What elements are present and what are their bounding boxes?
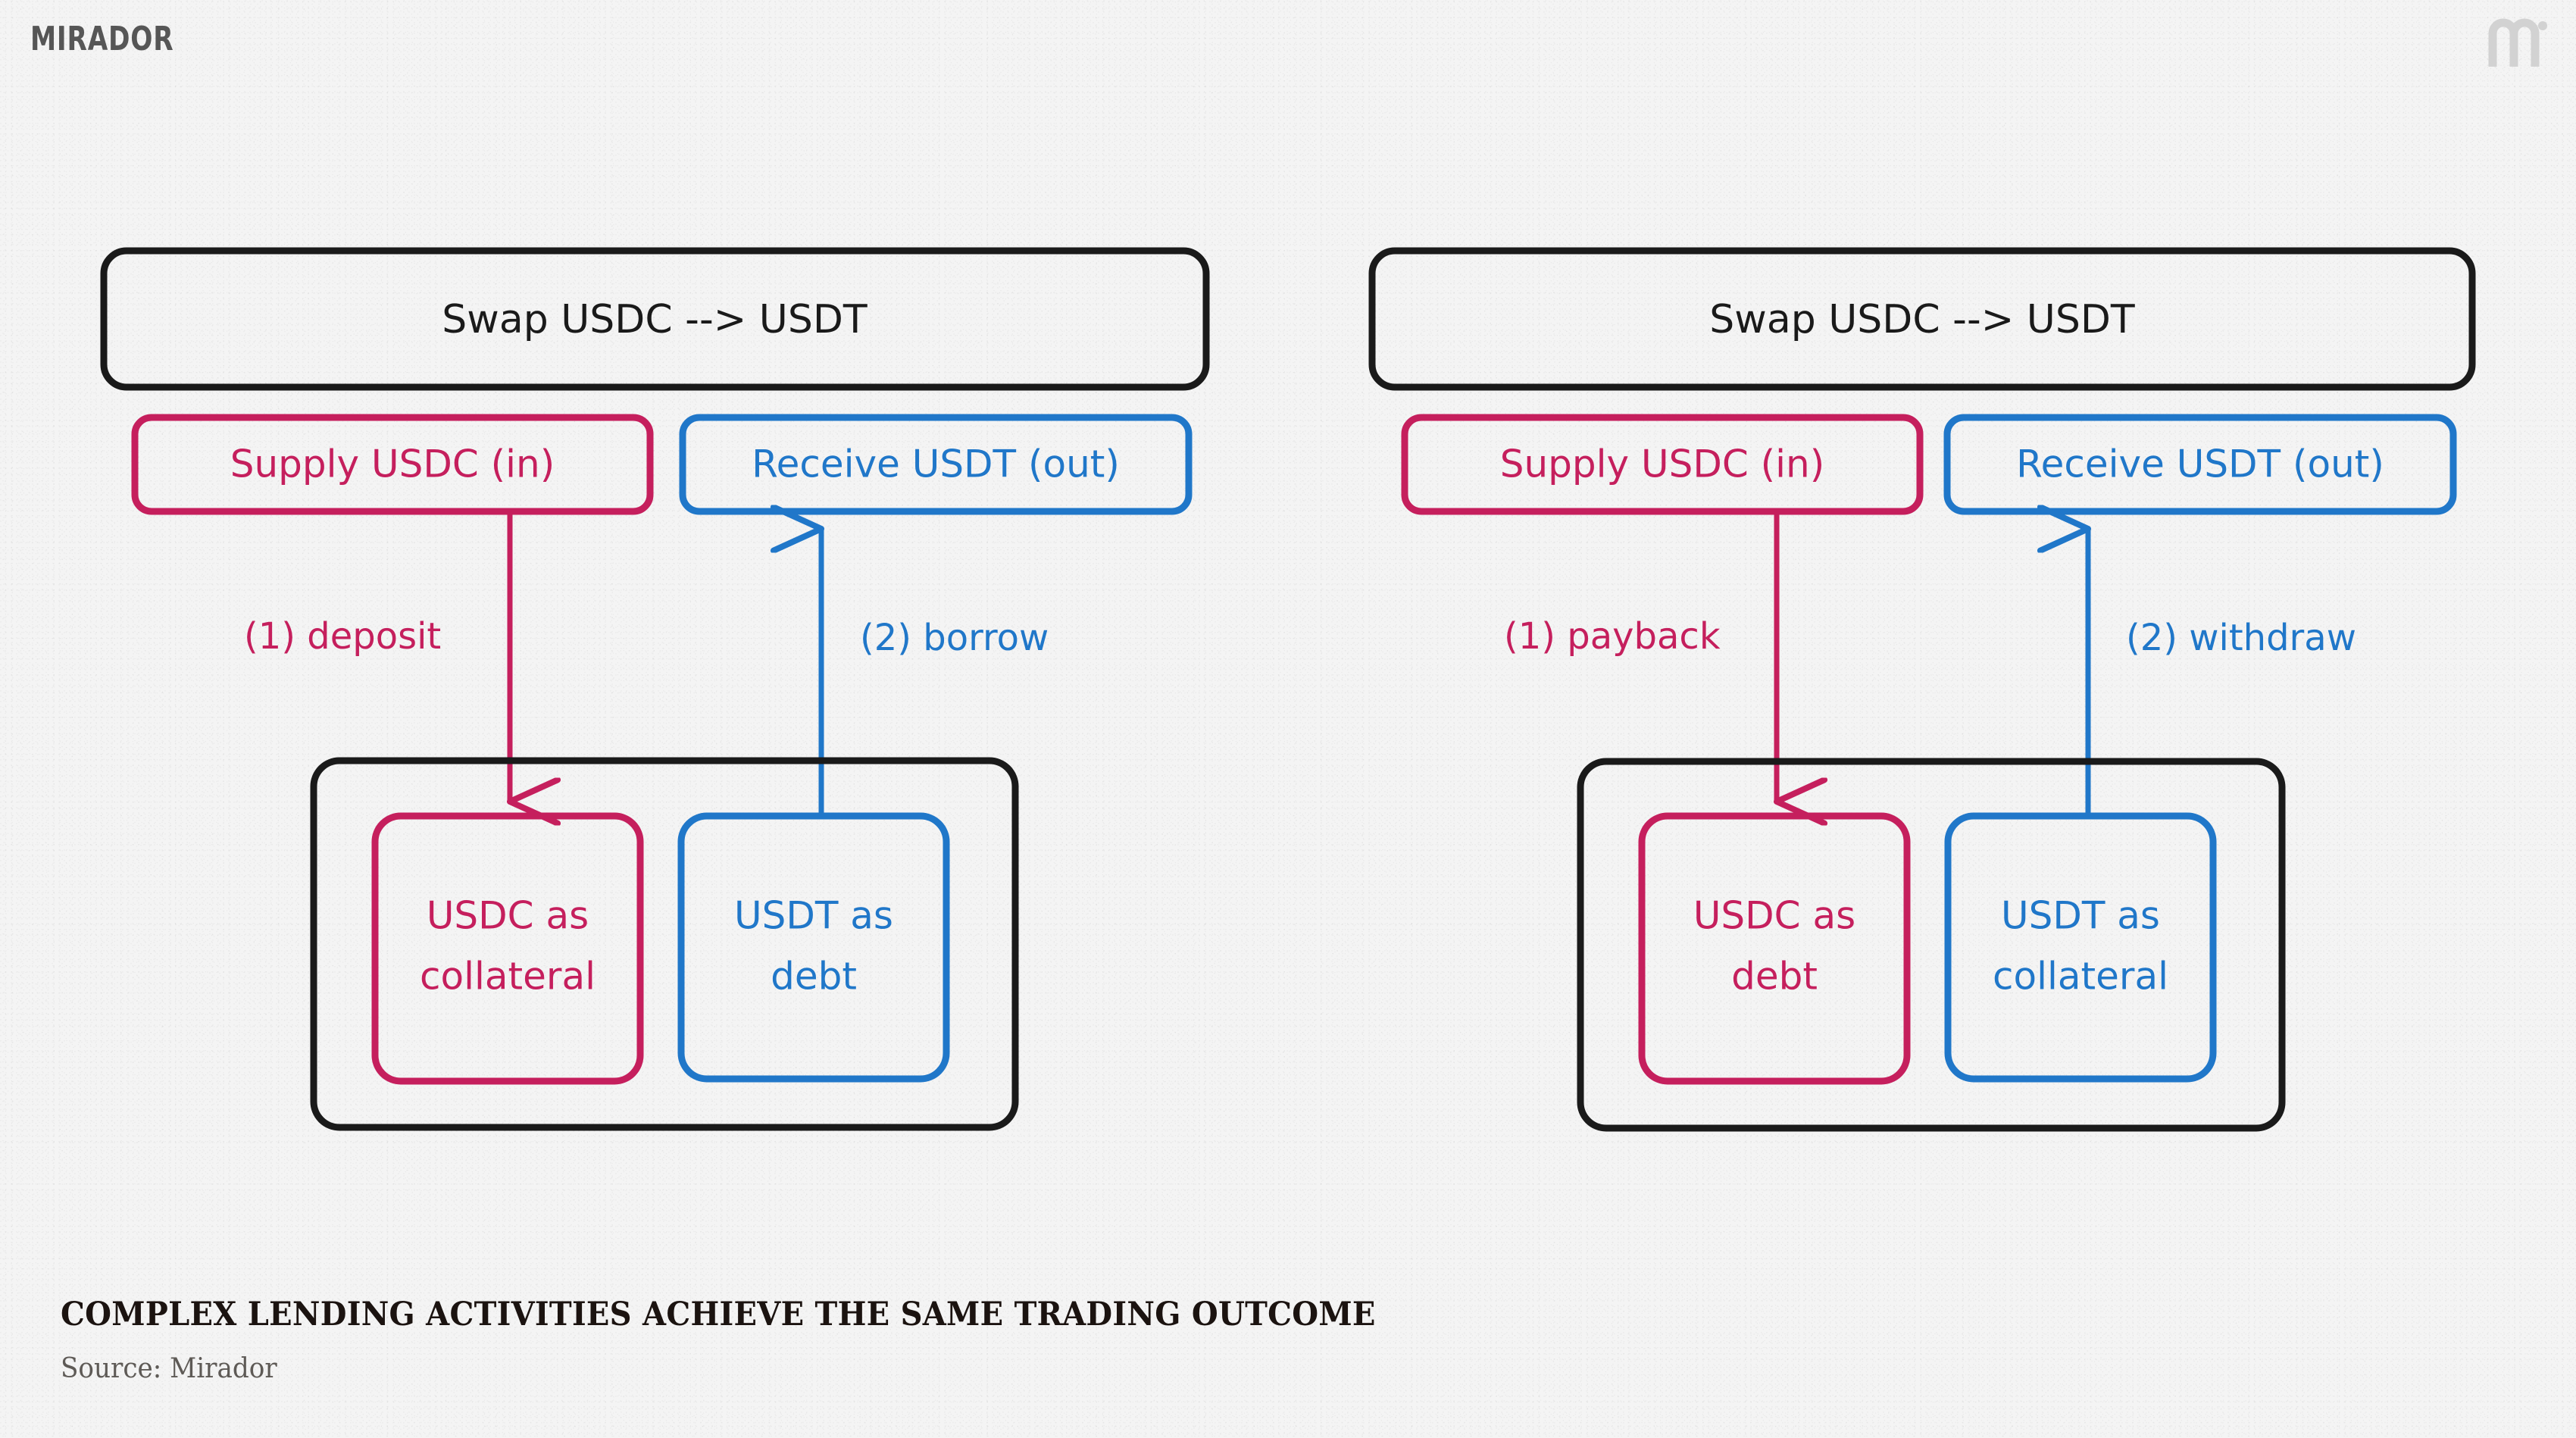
receive-box-right-label: Receive USDT (out) — [2016, 442, 2384, 486]
swap-box-left-outline — [100, 247, 1210, 391]
receive-box-left-label: Receive USDT (out) — [752, 442, 1120, 486]
protocol-container-right — [1577, 758, 2286, 1132]
receive-box-right-outline — [1943, 414, 2457, 515]
position-box-usdc-debt[interactable]: USDC as debt — [1638, 812, 1911, 1085]
position-box-usdt-debt-line1: USDT as — [734, 894, 893, 938]
supply-box-left-label: Supply USDC (in) — [230, 442, 555, 486]
protocol-container-left — [310, 757, 1019, 1131]
supply-box-right[interactable]: Supply USDC (in) — [1401, 414, 1924, 515]
edge-withdraw-right: (2) withdraw — [2088, 529, 2356, 814]
swap-box-left-label: Swap USDC --> USDT — [442, 297, 868, 342]
supply-box-left-outline — [131, 414, 654, 515]
position-box-usdt-debt-outline — [677, 812, 950, 1083]
position-box-usdt-collateral-outline — [1944, 812, 2217, 1083]
receive-box-right[interactable]: Receive USDT (out) — [1943, 414, 2457, 515]
receive-box-left-outline — [679, 414, 1193, 515]
swap-box-right[interactable]: Swap USDC --> USDT — [1368, 247, 2476, 391]
position-box-usdc-debt-line2: debt — [1731, 955, 1818, 999]
protocol-container-left-outline — [310, 757, 1019, 1131]
position-box-usdt-collateral-line1: USDT as — [2001, 894, 2160, 938]
swap-box-right-label: Swap USDC --> USDT — [1709, 297, 2135, 342]
position-box-usdt-collateral[interactable]: USDT as collateral — [1944, 812, 2217, 1083]
panel-left: Swap USDC --> USDT Supply USDC (in) Rece… — [100, 247, 1210, 1131]
edge-payback-right: (1) payback — [1504, 511, 1777, 802]
position-box-usdc-debt-outline — [1638, 812, 1911, 1085]
swap-box-left[interactable]: Swap USDC --> USDT — [100, 247, 1210, 391]
supply-box-left[interactable]: Supply USDC (in) — [131, 414, 654, 515]
position-box-usdt-collateral-line2: collateral — [1993, 955, 2168, 999]
edge-deposit-left-label: (1) deposit — [244, 615, 441, 658]
edge-payback-right-label: (1) payback — [1504, 615, 1721, 658]
position-box-usdt-debt[interactable]: USDT as debt — [677, 812, 950, 1083]
edge-deposit-left: (1) deposit — [244, 511, 510, 802]
supply-box-right-label: Supply USDC (in) — [1500, 442, 1825, 486]
position-box-usdc-collateral-line2: collateral — [420, 955, 596, 999]
edge-withdraw-right-label: (2) withdraw — [2126, 617, 2356, 659]
mirador-wordmark: MIRADOR — [30, 20, 174, 58]
swap-box-right-outline — [1368, 247, 2476, 391]
protocol-container-right-outline — [1577, 758, 2286, 1132]
panel-right: Swap USDC --> USDT Supply USDC (in) Rece… — [1368, 247, 2476, 1132]
position-box-usdt-debt-line2: debt — [771, 955, 857, 999]
footer-source: Source: Mirador — [61, 1353, 277, 1384]
supply-box-right-outline — [1401, 414, 1924, 515]
position-box-usdc-debt-line1: USDC as — [1693, 894, 1855, 938]
receive-box-left[interactable]: Receive USDT (out) — [679, 414, 1193, 515]
position-box-usdc-collateral-outline — [371, 812, 644, 1085]
edge-borrow-left: (2) borrow — [821, 529, 1049, 814]
mirador-m-monogram-icon — [2488, 18, 2547, 67]
position-box-usdc-collateral-line1: USDC as — [427, 894, 589, 938]
footer-headline: COMPLEX LENDING ACTIVITIES ACHIEVE THE S… — [61, 1296, 1376, 1333]
edge-borrow-left-label: (2) borrow — [860, 617, 1049, 659]
position-box-usdc-collateral[interactable]: USDC as collateral — [371, 812, 644, 1085]
